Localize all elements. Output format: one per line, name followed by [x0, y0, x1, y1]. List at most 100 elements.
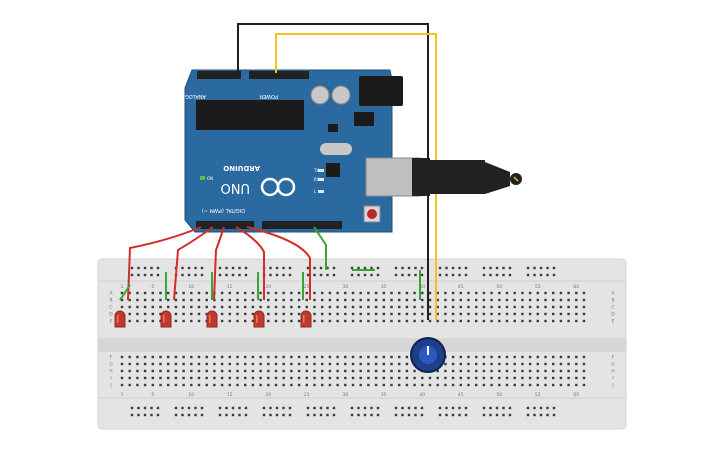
breadboard-hole[interactable] [205, 355, 208, 359]
breadboard-hole[interactable] [275, 406, 279, 410]
breadboard-hole[interactable] [182, 355, 185, 359]
breadboard-hole[interactable] [213, 369, 216, 373]
breadboard-hole[interactable] [536, 298, 539, 302]
breadboard-hole[interactable] [136, 376, 139, 380]
breadboard-hole[interactable] [244, 355, 247, 359]
breadboard-hole[interactable] [398, 291, 401, 295]
breadboard-hole[interactable] [552, 376, 555, 380]
breadboard-hole[interactable] [290, 312, 293, 316]
breadboard-hole[interactable] [213, 355, 216, 359]
breadboard-hole[interactable] [220, 383, 224, 387]
breadboard-hole[interactable] [297, 298, 301, 302]
breadboard-hole[interactable] [251, 312, 255, 316]
breadboard-hole[interactable] [482, 291, 486, 295]
breadboard-hole[interactable] [213, 383, 216, 387]
breadboard-hole[interactable] [205, 383, 208, 387]
breadboard-hole[interactable] [136, 383, 139, 387]
breadboard-hole[interactable] [313, 305, 316, 309]
breadboard-hole[interactable] [444, 298, 447, 302]
breadboard-hole[interactable] [513, 369, 516, 373]
breadboard-hole[interactable] [143, 413, 147, 417]
breadboard-hole[interactable] [336, 305, 339, 309]
breadboard-hole[interactable] [290, 355, 293, 359]
breadboard-hole[interactable] [495, 406, 499, 410]
breadboard-hole[interactable] [458, 266, 461, 270]
breadboard-hole[interactable] [159, 291, 162, 295]
breadboard-hole[interactable] [288, 273, 292, 277]
breadboard-hole[interactable] [251, 319, 255, 323]
breadboard-hole[interactable] [445, 266, 448, 270]
breadboard-hole[interactable] [220, 298, 224, 302]
breadboard-hole[interactable] [575, 355, 578, 359]
breadboard-hole[interactable] [174, 319, 178, 323]
breadboard-hole[interactable] [181, 413, 184, 417]
breadboard-hole[interactable] [200, 413, 204, 417]
breadboard-hole[interactable] [546, 266, 549, 270]
breadboard-hole[interactable] [444, 369, 447, 373]
breadboard-hole[interactable] [498, 305, 501, 309]
breadboard-hole[interactable] [536, 319, 539, 323]
breadboard-hole[interactable] [451, 406, 455, 410]
breadboard-hole[interactable] [567, 376, 570, 380]
breadboard-hole[interactable] [363, 413, 367, 417]
breadboard-hole[interactable] [398, 362, 401, 366]
breadboard-hole[interactable] [482, 413, 486, 417]
breadboard-hole[interactable] [575, 383, 578, 387]
breadboard-hole[interactable] [451, 266, 455, 270]
breadboard-hole[interactable] [321, 305, 324, 309]
breadboard-hole[interactable] [290, 362, 293, 366]
breadboard-hole[interactable] [445, 273, 448, 277]
breadboard-hole[interactable] [259, 298, 262, 302]
breadboard-hole[interactable] [197, 298, 201, 302]
breadboard-hole[interactable] [150, 413, 153, 417]
breadboard-hole[interactable] [136, 355, 139, 359]
breadboard-hole[interactable] [143, 319, 147, 323]
breadboard-hole[interactable] [528, 362, 532, 366]
breadboard-hole[interactable] [344, 355, 347, 359]
breadboard-hole[interactable] [464, 406, 468, 410]
breadboard-hole[interactable] [220, 369, 224, 373]
breadboard-hole[interactable] [297, 355, 301, 359]
breadboard-hole[interactable] [582, 362, 586, 366]
breadboard-hole[interactable] [539, 406, 543, 410]
breadboard-hole[interactable] [508, 266, 512, 270]
breadboard-hole[interactable] [444, 291, 447, 295]
breadboard-hole[interactable] [451, 355, 455, 359]
breadboard-hole[interactable] [174, 369, 178, 373]
breadboard-hole[interactable] [120, 362, 124, 366]
breadboard-hole[interactable] [297, 383, 301, 387]
breadboard-hole[interactable] [259, 305, 262, 309]
breadboard-hole[interactable] [567, 355, 570, 359]
breadboard-hole[interactable] [401, 266, 404, 270]
breadboard-hole[interactable] [244, 383, 247, 387]
breadboard-hole[interactable] [552, 298, 555, 302]
breadboard-hole[interactable] [336, 298, 339, 302]
breadboard-hole[interactable] [194, 273, 197, 277]
breadboard-hole[interactable] [482, 383, 486, 387]
breadboard-hole[interactable] [420, 406, 424, 410]
breadboard-hole[interactable] [151, 362, 154, 366]
breadboard-hole[interactable] [288, 266, 292, 270]
breadboard-hole[interactable] [231, 266, 235, 270]
breadboard-hole[interactable] [213, 305, 216, 309]
wire-green-bus-1[interactable] [119, 284, 131, 301]
breadboard-hole[interactable] [220, 305, 224, 309]
breadboard-hole[interactable] [167, 355, 170, 359]
breadboard-hole[interactable] [374, 369, 378, 373]
breadboard-hole[interactable] [505, 312, 509, 316]
breadboard-hole[interactable] [582, 355, 586, 359]
breadboard-hole[interactable] [319, 266, 323, 270]
breadboard-hole[interactable] [559, 383, 563, 387]
breadboard-hole[interactable] [451, 298, 455, 302]
breadboard-hole[interactable] [269, 413, 272, 417]
breadboard-hole[interactable] [313, 406, 316, 410]
breadboard-hole[interactable] [128, 305, 131, 309]
breadboard-hole[interactable] [475, 369, 478, 373]
breadboard-hole[interactable] [546, 413, 549, 417]
led-3[interactable] [206, 310, 218, 328]
breadboard-hole[interactable] [405, 369, 409, 373]
breadboard-hole[interactable] [536, 383, 539, 387]
breadboard-hole[interactable] [359, 362, 362, 366]
breadboard-hole[interactable] [288, 413, 292, 417]
breadboard-hole[interactable] [156, 406, 160, 410]
